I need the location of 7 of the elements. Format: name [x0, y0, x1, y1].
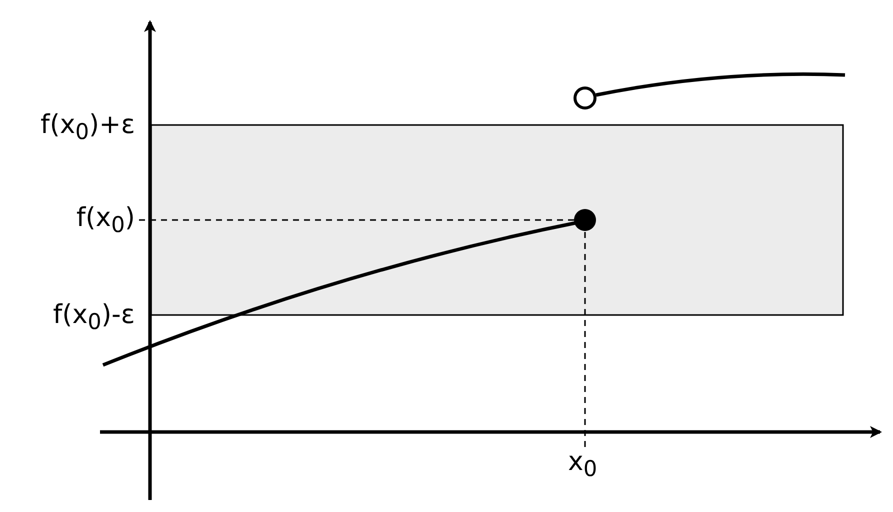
guide-line	[584, 231, 586, 447]
axis-value-label: f(x$_{0}$)-ε	[52, 300, 135, 338]
axis-value-label: x$_{0}$	[568, 447, 598, 486]
axis-value-label: f(x$_{0}$)+ε	[40, 110, 135, 148]
filled-endpoint	[574, 209, 596, 231]
axis-value-label: f(x$_{0}$)	[76, 203, 135, 242]
guide-line	[139, 219, 574, 221]
